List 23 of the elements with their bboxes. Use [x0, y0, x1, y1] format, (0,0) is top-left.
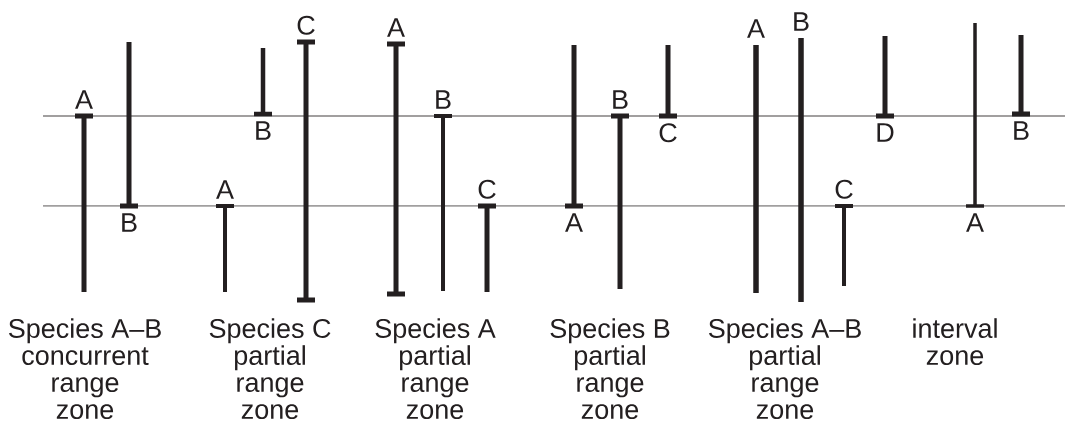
zone-caption: interval zone	[913, 318, 997, 366]
species-letter: A	[565, 213, 583, 232]
species-letter: D	[877, 123, 894, 142]
species-letter: A	[747, 19, 765, 38]
species-letter: B	[122, 213, 137, 232]
zone-caption: Species A–B concurrent range zone	[8, 318, 161, 420]
species-letter: C	[659, 123, 677, 143]
zone-caption: Species C partial range zone	[209, 318, 331, 420]
species-letter: C	[478, 179, 496, 199]
species-letter: B	[794, 12, 809, 31]
species-letter: C	[835, 179, 853, 199]
species-letter: B	[436, 90, 451, 109]
species-letter: B	[613, 90, 628, 109]
zone-caption: Species A partial range zone	[375, 318, 496, 420]
species-letter: A	[966, 213, 984, 232]
species-letter: A	[75, 90, 93, 109]
zone-caption: Species A–B partial range zone	[708, 318, 861, 420]
species-letter: B	[256, 121, 271, 140]
species-letter: B	[1014, 121, 1029, 140]
species-letter: A	[216, 180, 234, 199]
species-letter: C	[297, 15, 315, 35]
species-letter: A	[387, 18, 405, 37]
zone-caption: Species B partial range zone	[550, 318, 670, 420]
